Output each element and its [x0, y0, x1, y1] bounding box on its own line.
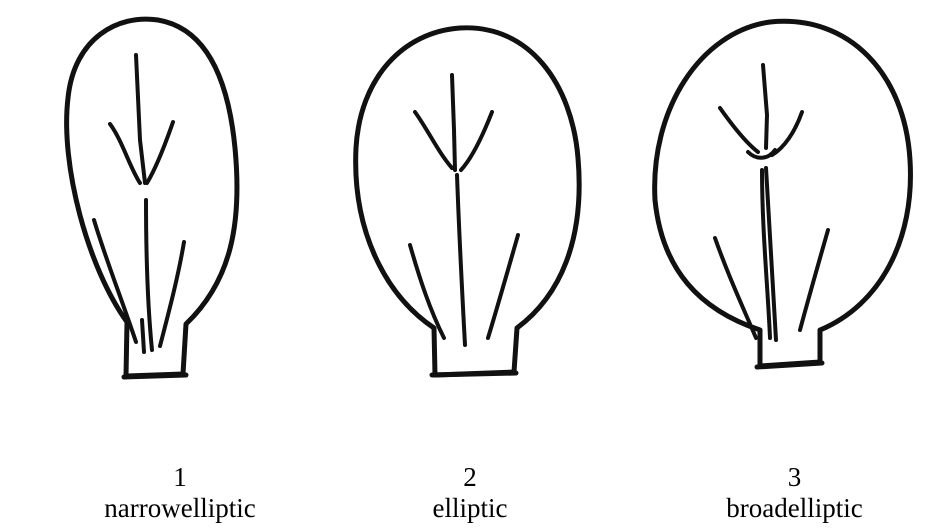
caption-number: 3 [660, 462, 929, 493]
petal-narrowelliptic [67, 19, 237, 377]
petal-outline [67, 19, 237, 376]
caption-label: narrowelliptic [50, 493, 310, 524]
vein-upper-left [720, 108, 758, 152]
vein-lower-right [488, 235, 518, 338]
petal-outline [655, 21, 911, 366]
petal-base [432, 373, 516, 375]
caption-1: 1 narrowelliptic [50, 462, 310, 524]
vein-base-left [142, 320, 144, 352]
vein-lower-right [800, 230, 828, 330]
caption-3: 3 broadelliptic [660, 462, 929, 524]
vein-lower-left [94, 220, 136, 342]
midrib-lower [457, 175, 465, 345]
petal-broadelliptic [655, 21, 911, 367]
caption-number: 1 [50, 462, 310, 493]
vein-upper-right [772, 112, 802, 155]
midrib-upper [136, 55, 145, 183]
petal-outline [356, 28, 579, 375]
vein-center-node [748, 150, 775, 158]
caption-label: elliptic [340, 493, 600, 524]
petal-base [124, 375, 186, 377]
vein-lower-right [160, 242, 184, 346]
midrib-lower [146, 200, 152, 350]
vein-upper-right [147, 122, 173, 183]
caption-2: 2 elliptic [340, 462, 600, 524]
midrib-upper [452, 75, 455, 170]
midrib-upper [763, 65, 767, 148]
vein-upper-left [110, 124, 140, 183]
vein-lower-left [715, 238, 756, 338]
vein-upper-left [415, 112, 452, 168]
vein-upper-right [461, 112, 492, 170]
caption-label: broadelliptic [660, 493, 929, 524]
caption-number: 2 [340, 462, 600, 493]
petal-elliptic [356, 28, 579, 375]
